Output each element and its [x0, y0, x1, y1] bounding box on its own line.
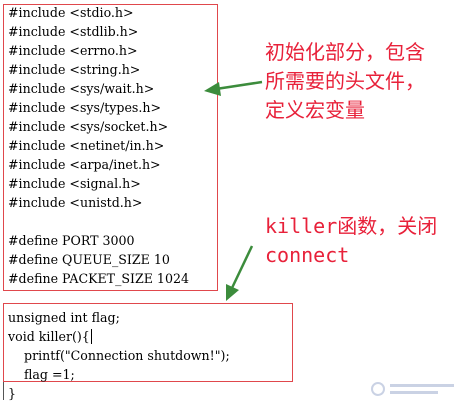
annotation-line: 定义宏变量	[265, 98, 365, 122]
code-line: #include <stdio.h>	[8, 5, 134, 20]
include-section-box	[3, 4, 218, 291]
code-line: flag =1;	[8, 367, 75, 382]
text-cursor	[90, 329, 92, 344]
code-line: }	[8, 386, 17, 401]
code-line: unsigned int flag;	[8, 310, 120, 325]
code-line: #include <sys/socket.h>	[8, 119, 169, 134]
code-line: #include <sys/wait.h>	[8, 81, 155, 96]
code-line: #include <errno.h>	[8, 43, 138, 58]
annotation-line: 所需要的头文件，	[265, 69, 425, 93]
code-line: #include <stdlib.h>	[8, 24, 139, 39]
init-annotation: 初始化部分，包含所需要的头文件， 定义宏变量	[265, 38, 425, 125]
code-line: printf("Connection shutdown!");	[8, 348, 230, 363]
include-define-code: #include <stdio.h> #include <stdlib.h> #in…	[8, 3, 189, 288]
killer-annotation: killer函数，关闭 connect	[265, 212, 437, 270]
code-line: void killer(){	[8, 329, 92, 344]
code-line: #include <netinet/in.h>	[8, 138, 165, 153]
code-line: #define PORT 3000	[8, 233, 135, 248]
arrow-to-killer-icon	[226, 245, 254, 301]
killer-function-code: unsigned int flag; void killer(){ printf(…	[8, 308, 230, 403]
code-line: #include <arpa/inet.h>	[8, 157, 161, 172]
arrow-to-includes-icon	[204, 80, 263, 96]
code-line: #define PACKET_SIZE 1024	[8, 271, 189, 286]
code-continuation-bar	[3, 382, 4, 400]
code-line: #include <unistd.h>	[8, 195, 143, 210]
code-line: #include <sys/types.h>	[8, 100, 162, 115]
killer-function-box	[3, 303, 293, 382]
code-line: #include <signal.h>	[8, 176, 141, 191]
annotation-line: 初始化部分，包含	[265, 40, 425, 64]
code-line: #define QUEUE_SIZE 10	[8, 252, 170, 267]
annotation-line: killer函数，关闭	[265, 214, 438, 238]
code-line: #include <string.h>	[8, 62, 141, 77]
watermark-logo-icon	[371, 382, 454, 396]
annotation-line: connect	[265, 243, 350, 267]
